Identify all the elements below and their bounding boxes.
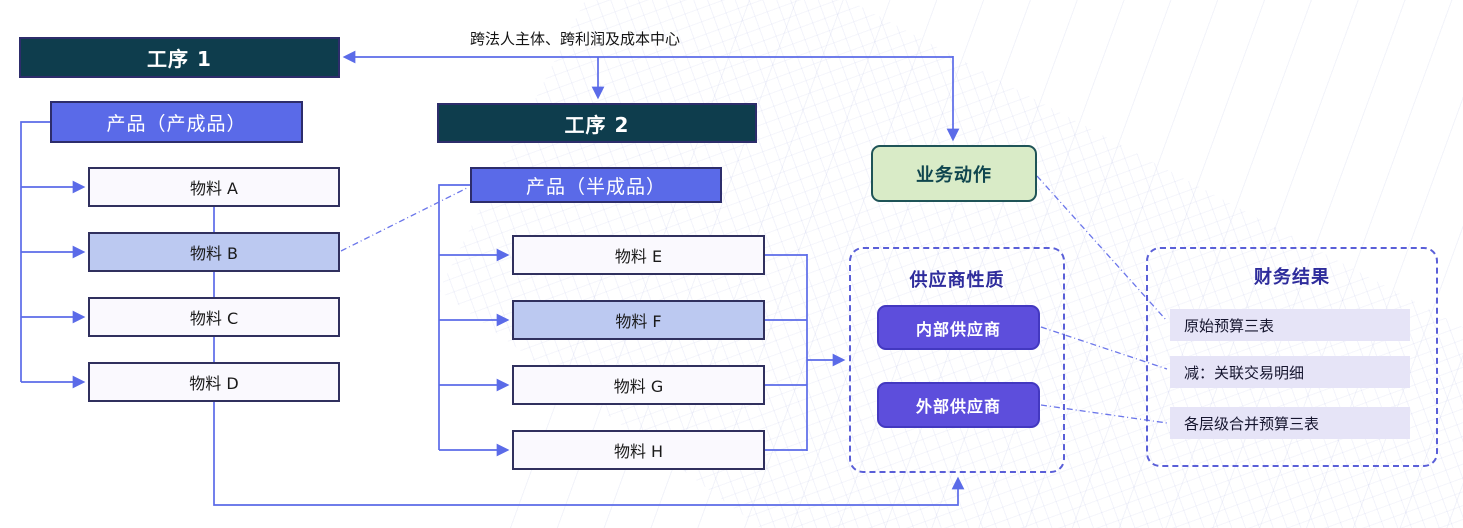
material-g-box: 物料 G (512, 365, 765, 405)
finance-item-consolidated-budget: 各层级合并预算三表 (1170, 407, 1410, 439)
process1-box: 工序 1 (19, 37, 340, 78)
finance-group-box: 财务结果 原始预算三表 减：关联交易明细 各层级合并预算三表 (1146, 247, 1438, 467)
material-d-box: 物料 D (88, 362, 340, 402)
finance-item-original-budget: 原始预算三表 (1170, 309, 1410, 341)
material-a-box: 物料 A (88, 167, 340, 207)
cross-entity-note: 跨法人主体、跨利润及成本中心 (470, 30, 681, 48)
material-b-box: 物料 B (88, 232, 340, 272)
material-h-box: 物料 H (512, 430, 765, 470)
process1-product-header: 产品（产成品） (50, 101, 303, 143)
material-e-box: 物料 E (512, 235, 765, 275)
process2-box: 工序 2 (437, 103, 757, 143)
finance-item-minus-related-transactions: 减：关联交易明细 (1170, 356, 1410, 388)
internal-supplier-box: 内部供应商 (877, 305, 1040, 350)
supplier-group-box: 供应商性质 内部供应商 外部供应商 (849, 247, 1065, 473)
finance-group-title: 财务结果 (1254, 267, 1330, 288)
supplier-group-title: 供应商性质 (909, 270, 1005, 291)
material-c-box: 物料 C (88, 297, 340, 337)
external-supplier-box: 外部供应商 (877, 382, 1040, 428)
process2-product-header: 产品（半成品） (470, 167, 722, 203)
dashdot-materialB-to-semiproduct (340, 187, 468, 252)
business-action-box: 业务动作 (871, 145, 1037, 202)
material-f-box: 物料 F (512, 300, 765, 340)
